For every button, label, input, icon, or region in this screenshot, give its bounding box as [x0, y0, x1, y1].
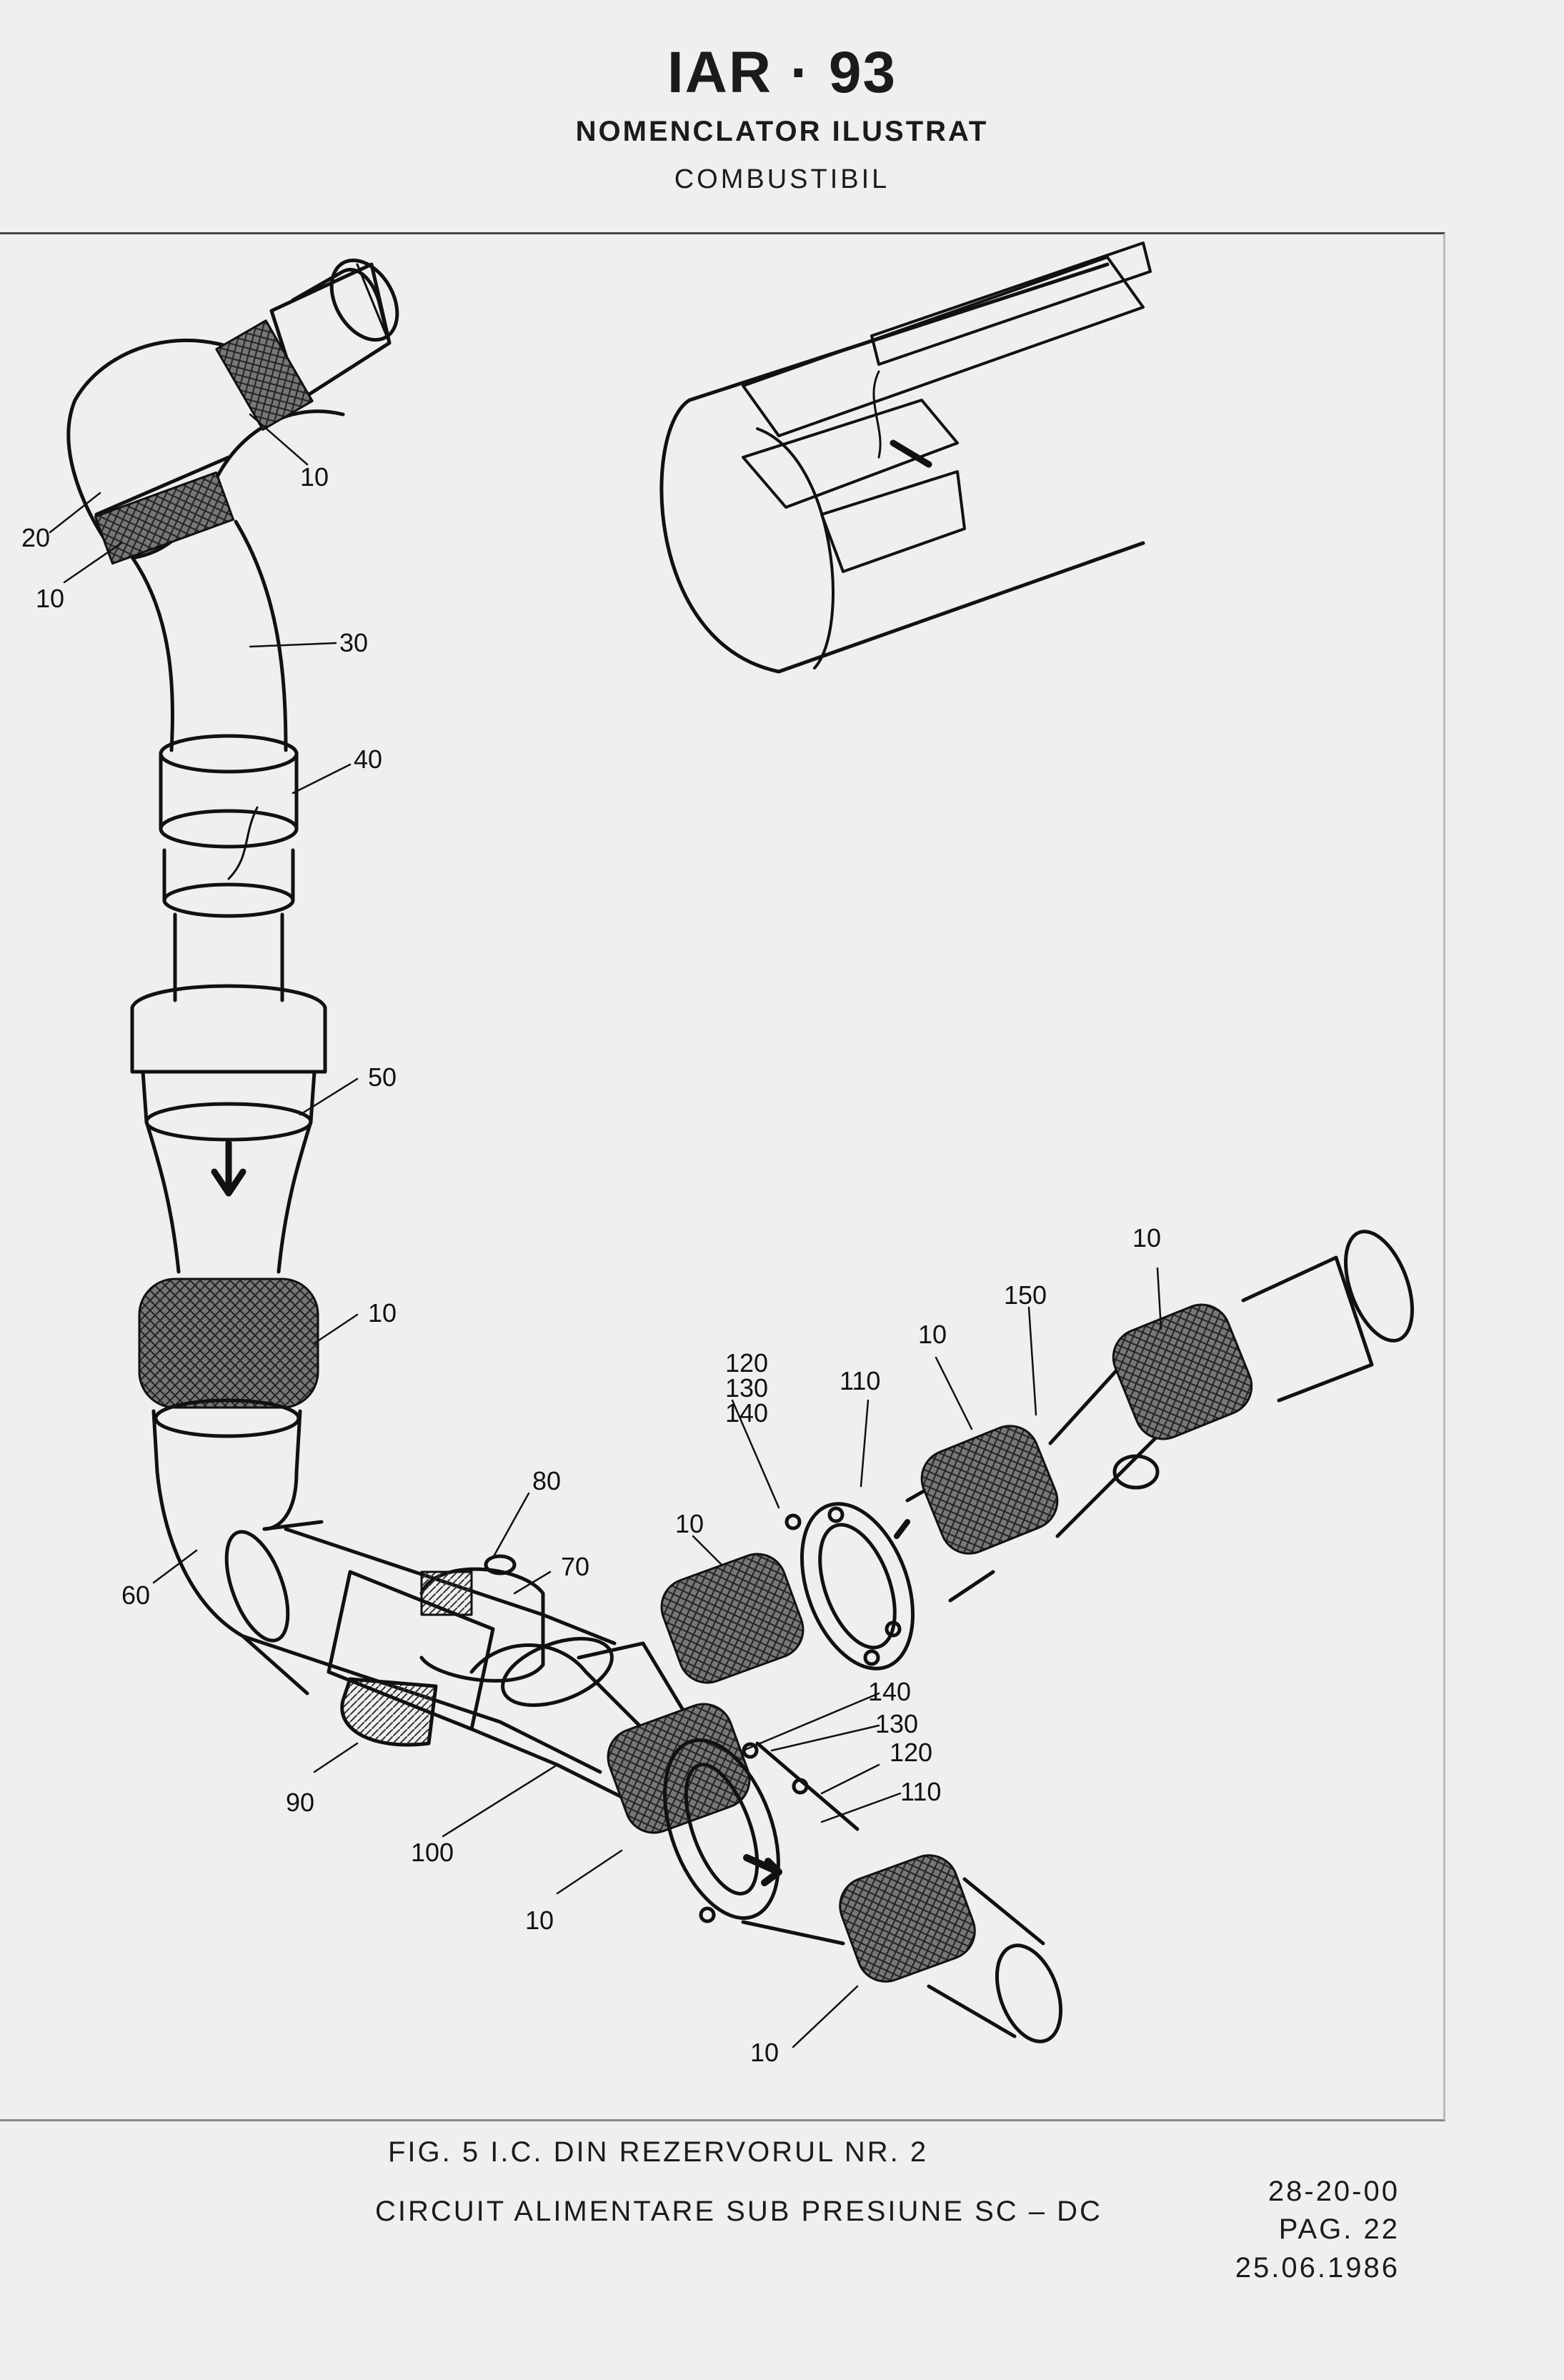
pipe-end-upper: [1241, 1230, 1414, 1403]
callout-90: 90: [286, 1788, 314, 1817]
callout-20: 20: [21, 523, 50, 552]
callout-100: 100: [411, 1838, 454, 1867]
page-number: PAG. 22: [1278, 2214, 1400, 2245]
clamp-10-top: [215, 319, 314, 431]
clamp-10-tee-branch: [660, 1553, 805, 1684]
callout-130-lower: 130: [875, 1709, 918, 1738]
callout-150: 150: [1004, 1280, 1047, 1310]
callout-80: 80: [532, 1466, 561, 1495]
pipe-section: [173, 912, 284, 1002]
figure-caption-line-1: FIG. 5 I.C. DIN REZERVORUL NR. 2: [388, 2136, 929, 2168]
clamp-10-lower-right: [839, 1854, 976, 1983]
clamp-10-outer: [1112, 1303, 1253, 1440]
clip-70-80: [419, 1554, 545, 1683]
callout-30: 30: [339, 628, 368, 657]
drawing-frame: [0, 232, 1445, 2121]
bent-pipe-30: [130, 519, 288, 752]
elbow-60: [155, 1470, 324, 1696]
clamp-10-upper: [920, 1425, 1059, 1555]
document-subtitle: NOMENCLATOR ILUSTRAT: [575, 116, 989, 147]
callout-60: 60: [121, 1580, 150, 1610]
callout-10-top: 10: [300, 462, 329, 492]
callout-10-lower-right: 10: [750, 2038, 779, 2067]
callout-10-outer: 10: [1132, 1223, 1161, 1253]
inset-detail-drawing: [659, 242, 1152, 674]
callout-10-filter: 10: [368, 1298, 397, 1328]
pipe-150: [1048, 1363, 1160, 1538]
document-title: IAR · 93: [667, 40, 897, 105]
callout-140-upper: 140: [725, 1398, 768, 1428]
chapter-reference: 28-20-00: [1267, 2176, 1400, 2207]
tee-fitting: [469, 1637, 688, 1803]
callout-110-upper: 110: [840, 1366, 880, 1395]
clamp-10-filter: [138, 1278, 319, 1409]
figure-caption-line-2: CIRCUIT ALIMENTARE SUB PRESIUNE SC – DC: [375, 2196, 1102, 2227]
callout-120-upper: 120: [725, 1348, 768, 1378]
flange-110-upper: [785, 1502, 915, 1671]
clamp-10-lower-left: [607, 1703, 751, 1834]
callout-10-mid: 10: [918, 1320, 947, 1349]
clamp-10-elbow: [94, 471, 235, 565]
lower-pipe: [151, 1398, 302, 1474]
callout-10-elbow: 10: [36, 584, 64, 613]
callout-10-branch: 10: [675, 1509, 704, 1538]
callout-120-lower: 120: [890, 1738, 932, 1767]
callout-40: 40: [354, 745, 382, 774]
pipe-end-lower: [927, 1877, 1063, 2043]
callout-70: 70: [561, 1552, 589, 1581]
section-name: COMBUSTIBIL: [674, 164, 890, 194]
coupling-40: [159, 734, 299, 918]
upper-pipe-stub: [291, 258, 399, 342]
callout-leaders: [49, 413, 1162, 2048]
revision-date: 25.06.1986: [1235, 2252, 1400, 2284]
callout-110-lower: 110: [900, 1777, 941, 1806]
callout-130-upper: 130: [725, 1373, 768, 1403]
callout-10-lower-left: 10: [525, 1906, 554, 1935]
callout-140-lower: 140: [868, 1677, 911, 1706]
callout-50: 50: [368, 1062, 397, 1092]
clip-90: [340, 1677, 438, 1747]
filter-body-50: [130, 984, 327, 1274]
callout-numbers: 10 20 10 30 40 50 10 60 80 70 90 100 10 …: [21, 462, 1161, 2067]
